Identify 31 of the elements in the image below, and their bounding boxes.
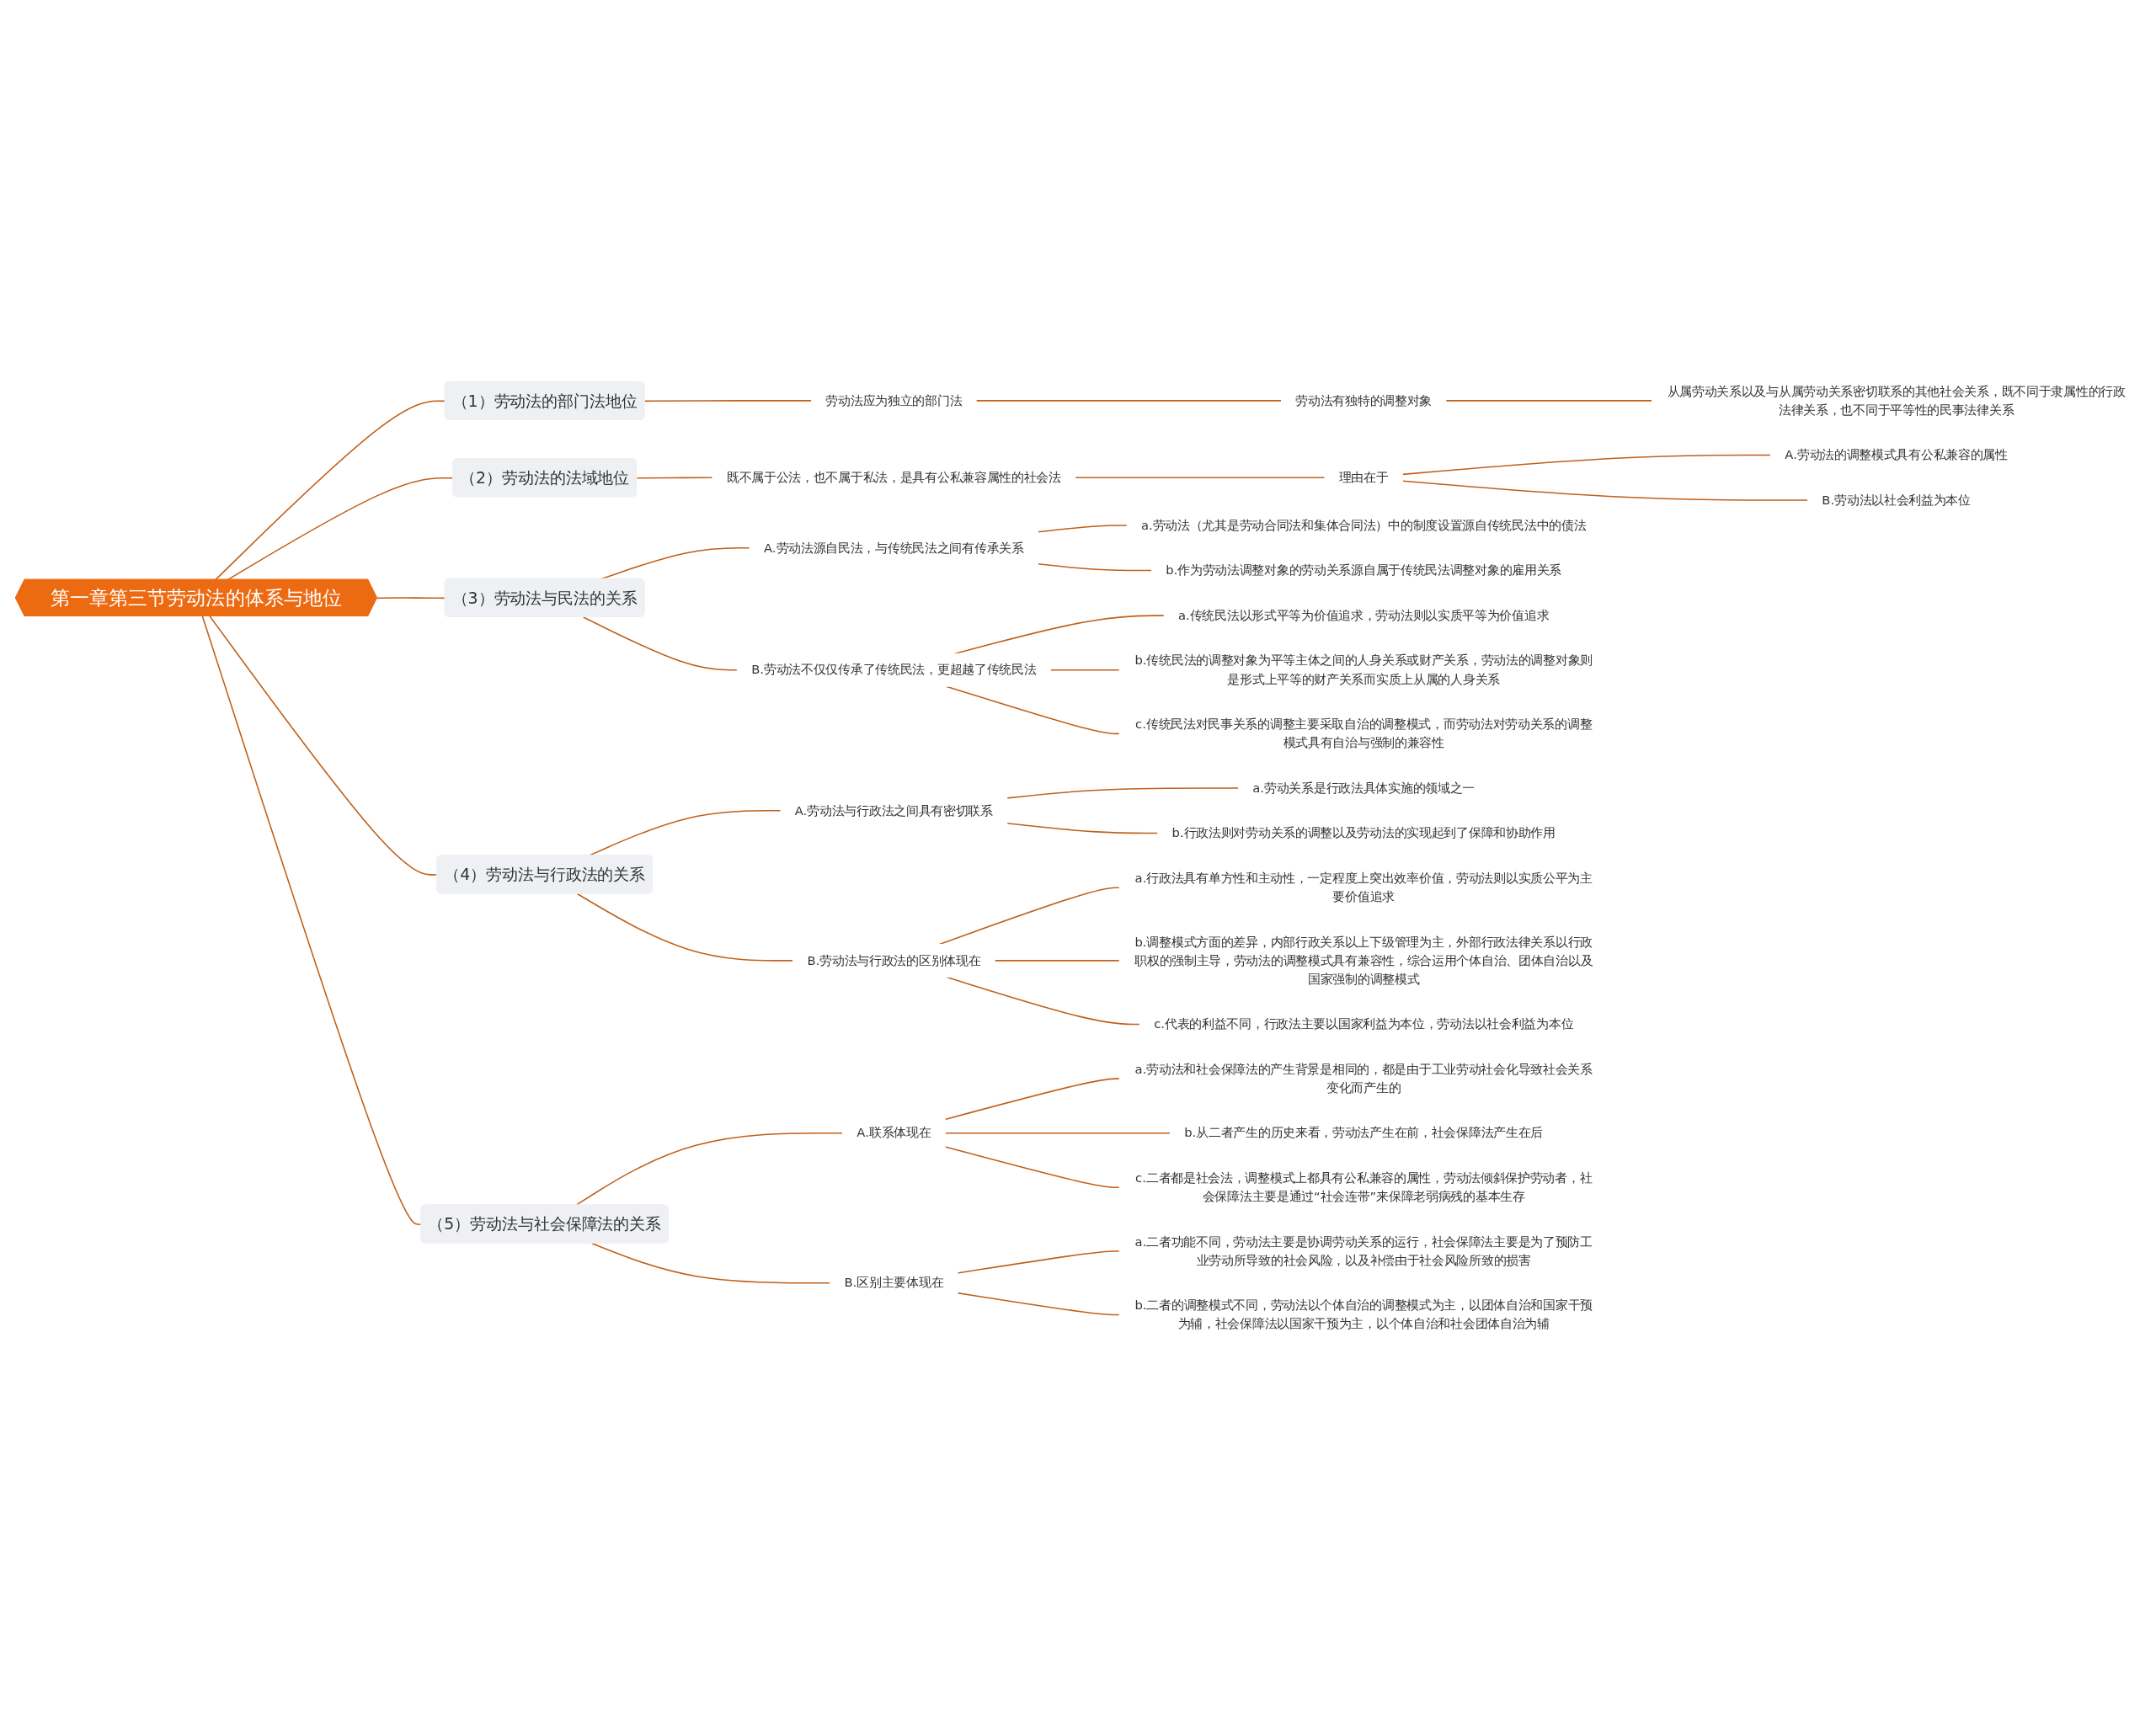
node-text: c.传统民法对民事关系的调整主要采取自治的调整模式，而劳动法对劳动关系的调整模式具有自治与强制的兼容性: [1135, 717, 1593, 750]
node-text: A.联系体现在: [857, 1126, 931, 1140]
node-text: B.区别主要体现在: [844, 1276, 944, 1290]
node-text: B.劳动法与行政法的区别体现在: [807, 953, 981, 967]
node-text: c.代表的利益不同，行政法主要以国家利益为本位，劳动法以社会利益为本位: [1154, 1016, 1574, 1031]
node-text: a.劳动关系是行政法具体实施的领域之一: [1252, 781, 1476, 796]
node-text: A.劳动法源自民法，与传统民法之间有传承关系: [764, 541, 1024, 555]
node-text: a.二者功能不同，劳动法主要是协调劳动关系的运行，社会保障法主要是为了预防工业劳动所导致的社会风险，以及补偿由于社会风险所致的损害: [1134, 1234, 1593, 1268]
node-text: 既不属于公法，也不属于私法，是具有公私兼容属性的社会法: [726, 470, 1061, 485]
node-text: B.劳动法不仅仅传承了传统民法，更超越了传统民法: [751, 663, 1037, 677]
connector: [1037, 525, 1128, 533]
node-text: b.作为劳动法调整对象的劳动关系源自属于传统民法调整对象的雇用关系: [1166, 562, 1562, 578]
node-text: 劳动法有独特的调整对象: [1295, 393, 1433, 408]
node-text: 理由在于: [1338, 470, 1389, 485]
node-text: c.二者都是社会法，调整模式上都具有公私兼容的属性，劳动法倾斜保护劳动者，社会保障法主要是通过“社会连带”来保障老弱病残的基本生存: [1135, 1170, 1593, 1204]
connector: [636, 477, 713, 479]
node-text: a.行政法具有单方性和主动性，一定程度上突出效率价值，劳动法则以实质公平为主要价值追求: [1134, 871, 1593, 904]
node-text: a.劳动法和社会保障法的产生背景是相同的，都是由于工业劳动社会化导致社会关系变化而产生的: [1134, 1062, 1593, 1095]
node-text: b.行政法则对劳动关系的调整以及劳动法的实现起到了保障和协助作用: [1171, 825, 1556, 840]
node-text: b.传统民法的调整对象为平等主体之间的人身关系或财产关系，劳动法的调整对象则是形式上平等的财产关系而实质上从属的人身关系: [1134, 653, 1593, 686]
node-text: b.二者的调整模式不同，劳动法以个体自治的调整模式为主，以团体自治和国家干预为辅，社会保障法以国家干预为主，以个体自治和社会团体自治为辅: [1134, 1298, 1593, 1331]
node-text: b.调整模式方面的差异，内部行政关系以上下级管理为主，外部行政法律关系以行政职权的强制主导，劳动法的调整模式具有兼容性，综合运用个体自治、团体自治以及国家强制的调整模式: [1134, 935, 1593, 987]
node-text: 从属劳动关系以及与从属劳动关系密切联系的其他社会关系，既不同于隶属性的行政法律关系，也不同于平等性的民事法律关系: [1667, 384, 2126, 418]
connector: [588, 810, 782, 857]
node-text: a.劳动法（尤其是劳动合同法和集体合同法）中的制度设置源自传统民法中的债法: [1140, 518, 1587, 533]
node-text: b.从二者产生的历史来看，劳动法产生在前，社会保障法产生在后: [1184, 1126, 1544, 1140]
node-text: B.劳动法以社会利益为本位: [1822, 493, 1971, 508]
node-text: A.劳动法与行政法之间具有密切联系: [794, 803, 993, 818]
node-text: a.传统民法以形式平等为价值追求，劳动法则以实质平等为价值追求: [1178, 608, 1550, 623]
node-text: A.劳动法的调整模式具有公私兼容的属性: [1785, 447, 2008, 462]
node-text: 劳动法应为独立的部门法: [825, 393, 963, 408]
